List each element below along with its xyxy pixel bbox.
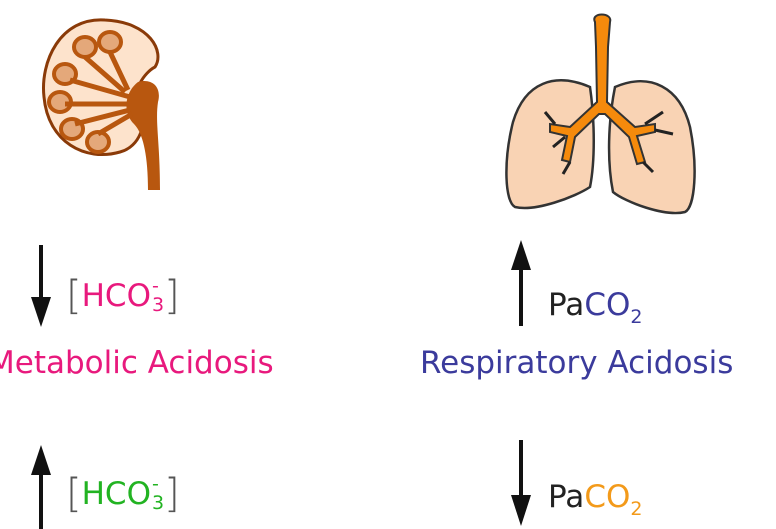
arrow-down-icon [511, 440, 531, 526]
paco2-decrease-label: PaCO2 [548, 479, 642, 519]
arrow-up-icon [511, 240, 531, 326]
bracket-close: ] [164, 471, 180, 517]
metabolic-acidosis-label: Metabolic Acidosis [0, 345, 274, 381]
respiratory-acidosis-label: Respiratory Acidosis [420, 345, 734, 381]
gas-text: CO [584, 479, 631, 515]
bracket-close: ] [164, 273, 180, 319]
ion-subscript: 3 [151, 294, 165, 316]
gas-subscript: 2 [630, 498, 643, 520]
bracket-open: [ [66, 273, 82, 319]
ion-subscript: 3 [151, 492, 165, 514]
bracket-open: [ [66, 471, 82, 517]
ion-text: HCO [81, 475, 151, 512]
arrow-up-icon [31, 445, 51, 529]
lungs-icon [505, 13, 696, 215]
pa-prefix: Pa [548, 479, 585, 515]
gas-text: CO [584, 287, 631, 323]
hco3-increase-label: [HCO-3] [66, 474, 180, 514]
hco3-decrease-label: [HCO-3] [66, 276, 180, 316]
paco2-increase-label: PaCO2 [548, 287, 642, 327]
kidney-icon [42, 18, 160, 190]
ion-text: HCO [81, 277, 151, 314]
pa-prefix: Pa [548, 287, 585, 323]
gas-subscript: 2 [630, 306, 643, 328]
ion-charge: - [151, 473, 159, 495]
arrow-down-icon [31, 245, 51, 327]
ion-charge: - [151, 275, 159, 297]
